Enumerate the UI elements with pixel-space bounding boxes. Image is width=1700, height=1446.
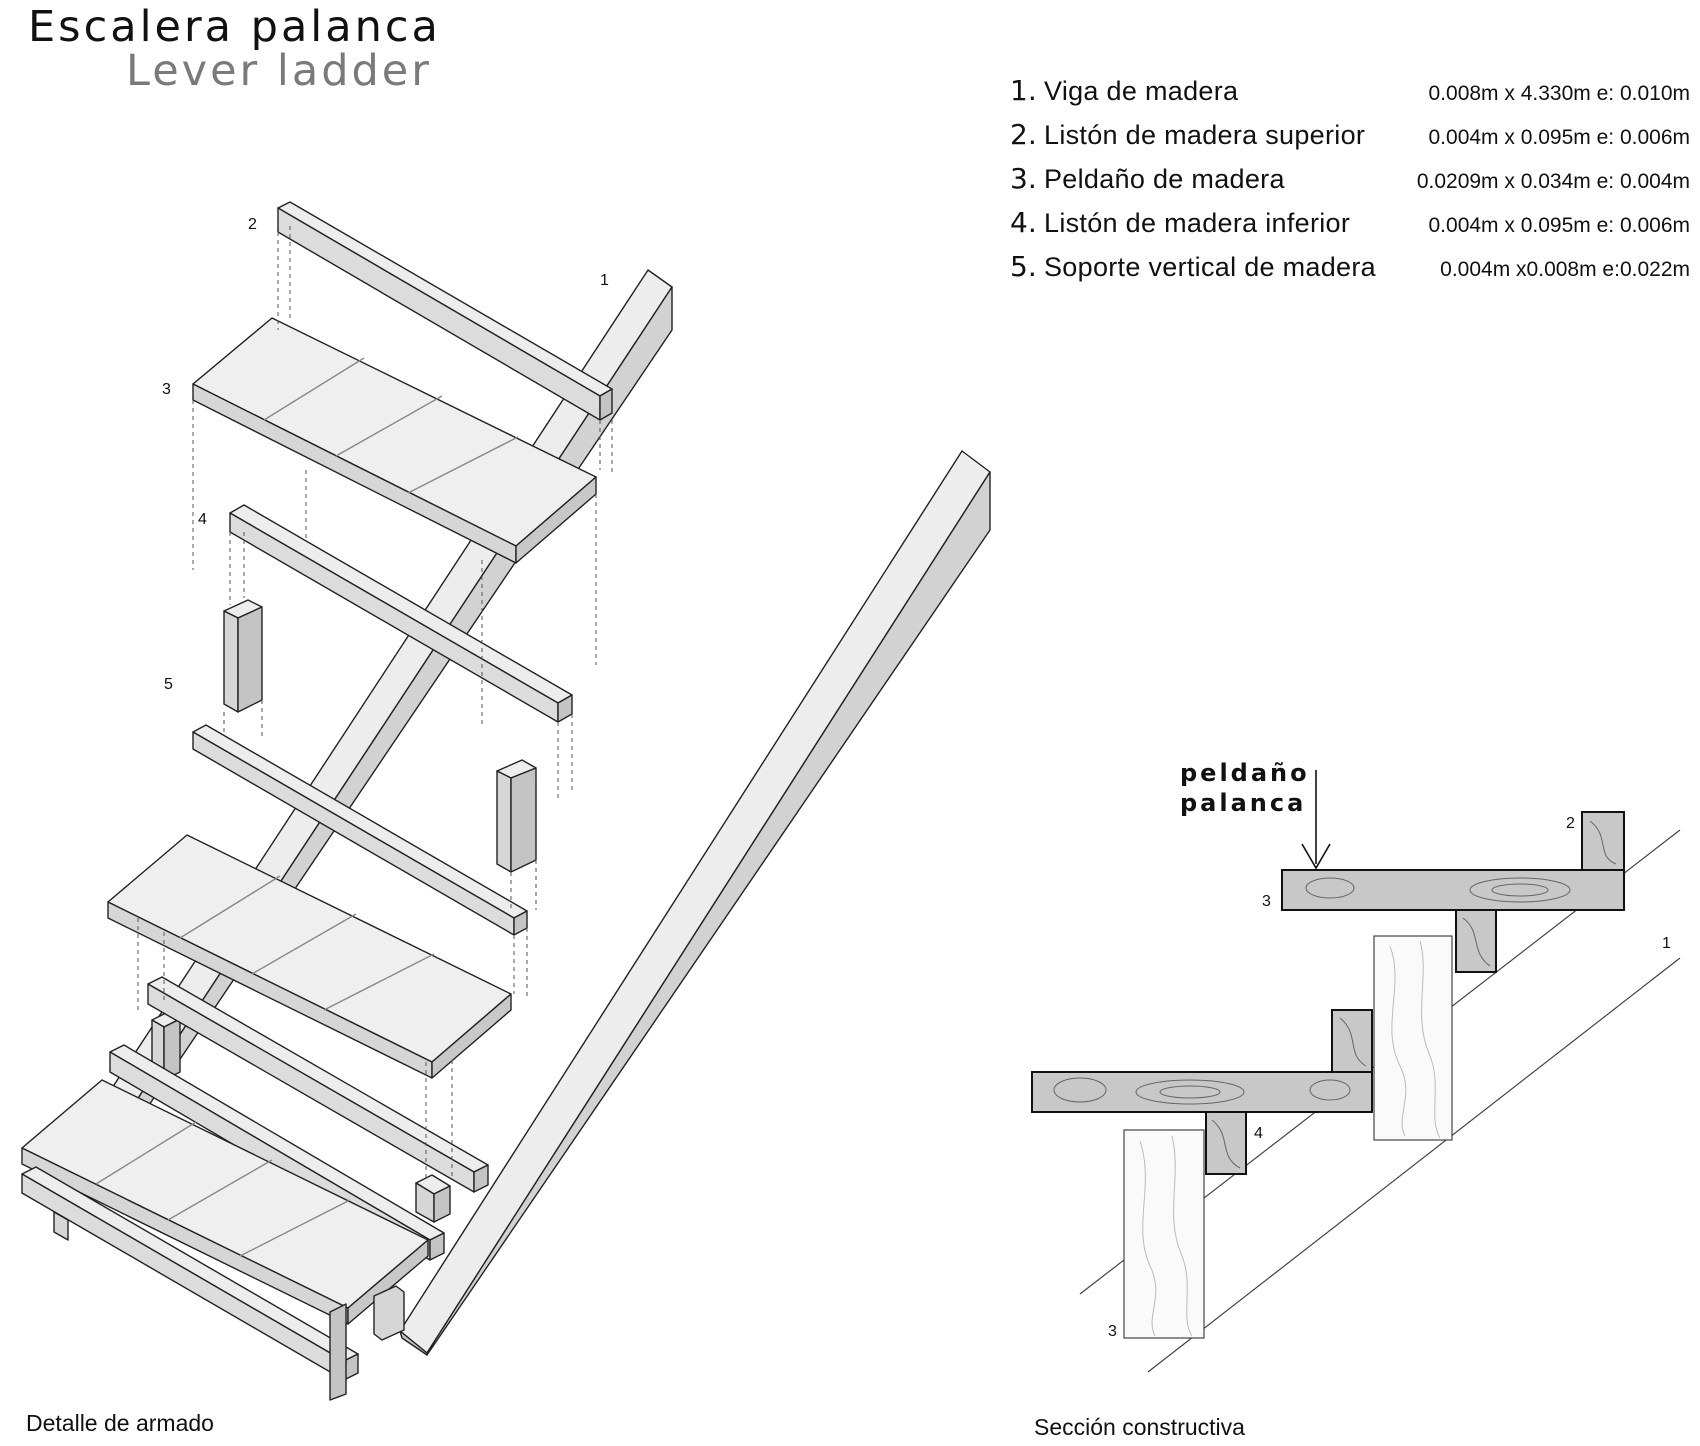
section-caption: Sección constructiva (1034, 1414, 1245, 1440)
legend-item: 1. Viga de madera 0.008m x 4.330m e: 0.0… (1010, 74, 1690, 118)
rail-top (277, 201, 613, 421)
step-bottom (21, 1079, 429, 1325)
wood-pieces (1031, 811, 1625, 1175)
legend-number: 3. (1010, 162, 1037, 195)
legend-number: 4. (1010, 206, 1037, 239)
arrow-label-line2: palanca (1180, 789, 1307, 817)
support-grain (1139, 940, 1441, 1337)
arrow-label: peldaño palanca (1180, 758, 1310, 818)
step-middle (107, 834, 512, 1079)
legend-item: 2. Listón de madera superior 0.004m x 0.… (1010, 118, 1690, 162)
beam-front (399, 450, 991, 1356)
bottom-rail (21, 1166, 405, 1401)
axonometric-drawing: 1 2 3 4 5 (21, 201, 991, 1401)
step-upper (192, 317, 597, 564)
page-subtitle: Lever ladder (126, 46, 432, 96)
axonometric-caption: Detalle de armado (26, 1410, 214, 1436)
legend-number: 2. (1010, 118, 1037, 151)
section-label-1: 1 (1662, 935, 1671, 952)
legend-name: Soporte vertical de madera (1044, 252, 1376, 282)
wood-grain (1053, 820, 1617, 1169)
assembly-guides (137, 226, 613, 1180)
label-1: 1 (600, 272, 609, 289)
legend-dimensions: 0.0209m x 0.034m e: 0.004m (1416, 170, 1690, 193)
rail-lower-2 (192, 724, 528, 936)
legend-name: Peldaño de madera (1044, 164, 1285, 194)
legend-number: 1. (1010, 74, 1037, 107)
label-3: 3 (162, 381, 171, 398)
legend-dimensions: 0.004m x 0.095m e: 0.006m (1428, 126, 1691, 149)
legend-dimensions: 0.008m x 4.330m e: 0.010m (1428, 82, 1691, 105)
section-labels: 2 3 1 4 3 (1108, 815, 1671, 1340)
vertical-supports (1123, 935, 1453, 1339)
support-left (223, 599, 263, 713)
legend-dimensions: 0.004m x0.008m e:0.022m (1440, 258, 1690, 281)
legend-name: Listón de madera superior (1044, 120, 1366, 150)
support-right (496, 759, 537, 873)
section-label-3b: 3 (1108, 1323, 1117, 1340)
section-drawing: 2 3 1 4 3 (1031, 770, 1681, 1373)
axonometric-labels: 1 2 3 4 5 (162, 216, 609, 693)
label-2: 2 (248, 216, 257, 233)
legend-item: 4. Listón de madera inferior 0.004m x 0.… (1010, 206, 1690, 250)
legend-name: Viga de madera (1044, 76, 1239, 106)
legend-item: 5. Soporte vertical de madera 0.004m x0.… (1010, 250, 1690, 294)
down-arrow-icon (1301, 770, 1331, 870)
legend-dimensions: 0.004m x 0.095m e: 0.006m (1428, 214, 1691, 237)
section-label-3: 3 (1262, 893, 1271, 910)
label-4: 4 (198, 511, 207, 528)
arrow-label-line1: peldaño (1180, 759, 1310, 787)
legend-item: 3. Peldaño de madera 0.0209m x 0.034m e:… (1010, 162, 1690, 206)
legend-name: Listón de madera inferior (1044, 208, 1351, 238)
page-title: Escalera palanca (28, 2, 441, 52)
legend-number: 5. (1010, 250, 1037, 283)
label-5: 5 (164, 676, 173, 693)
section-label-4: 4 (1254, 1125, 1263, 1142)
section-label-2: 2 (1566, 815, 1575, 832)
parts-legend: 1. Viga de madera 0.008m x 4.330m e: 0.0… (1010, 74, 1690, 294)
